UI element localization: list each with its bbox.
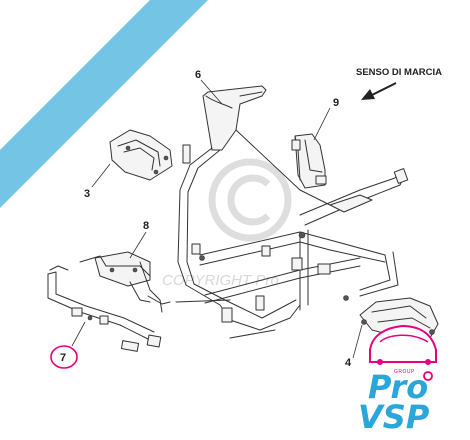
logo-accent-icon	[423, 371, 433, 381]
chassis-frame[interactable]	[175, 85, 409, 339]
provsp-logo: GROUP Pro VSP	[358, 324, 437, 436]
callout-4: 4	[345, 357, 352, 369]
ribbon-band	[0, 0, 208, 208]
callout-7: 7	[60, 352, 66, 364]
callout-labels: 6 9 3 8 7 4	[50, 69, 352, 369]
direction-label: SENSO DI MARCIA	[356, 67, 442, 78]
callout-leaders	[71, 79, 363, 359]
logo-line2: VSP	[358, 398, 430, 436]
callout-3: 3	[84, 188, 90, 200]
copyright-c	[227, 174, 271, 226]
copyright-circle	[208, 158, 292, 242]
bracket-part-3[interactable]	[109, 129, 173, 181]
callout-6: 6	[195, 69, 201, 81]
bracket-part-8[interactable]	[79, 251, 171, 313]
logo-tag: GROUP	[394, 369, 415, 375]
front-bumper-part-7[interactable]	[47, 265, 162, 352]
direction-indicator: SENSO DI MARCIA	[356, 67, 442, 100]
logo-line1: Pro	[368, 368, 428, 406]
watermark-ribbon: pro-piece-vsp.com	[0, 0, 208, 208]
direction-arrow-icon	[361, 82, 397, 100]
car-silhouette-icon	[369, 324, 437, 365]
callout-8: 8	[143, 220, 149, 232]
callout-7-highlight[interactable]: 7	[50, 345, 78, 369]
bracket-part-9[interactable]	[291, 133, 327, 189]
callout-9: 9	[333, 97, 339, 109]
